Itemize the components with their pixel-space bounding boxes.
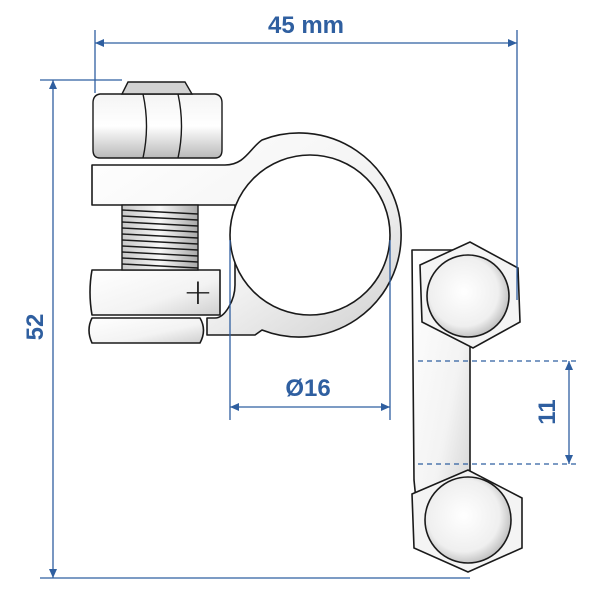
thread-line [121, 263, 199, 269]
height-dimension-label: 52 [22, 314, 49, 341]
lower-jaw [89, 269, 221, 316]
slot-dimension-label: 11 [534, 399, 561, 424]
clamp-bolt [92, 81, 223, 271]
polarity-mark: + [183, 272, 213, 313]
dimension-arrowheads [49, 39, 573, 578]
thread-line [121, 245, 199, 251]
arrowhead-right [508, 39, 517, 47]
thread-line [121, 227, 199, 233]
arrowhead-up [49, 80, 57, 89]
thread-line [121, 233, 199, 239]
slot-tab [88, 317, 205, 344]
strap-bolt-bottom [411, 469, 523, 573]
clamp-bore [229, 154, 391, 316]
thread-line [121, 239, 199, 245]
arrowhead-left [230, 403, 239, 411]
dimension-lines [40, 30, 580, 579]
width-dimension-label: 45 mm [268, 12, 344, 39]
terminal-body [88, 132, 471, 541]
arrowhead-down [565, 455, 573, 464]
bolt-end [120, 81, 194, 95]
arrowhead-down [49, 569, 57, 578]
arrowhead-right [381, 403, 390, 411]
thread-lines [121, 209, 199, 269]
thread-line [121, 251, 199, 257]
arrowhead-left [95, 39, 104, 47]
bore-dimension-label: Ø16 [285, 375, 330, 402]
thread-line [121, 257, 199, 263]
thread-line [121, 221, 199, 227]
thread-line [121, 209, 199, 215]
arrowhead-up [565, 361, 573, 370]
hex-nut-top [92, 93, 223, 159]
strap-bolt-top [419, 241, 521, 349]
thread-line [121, 215, 199, 221]
